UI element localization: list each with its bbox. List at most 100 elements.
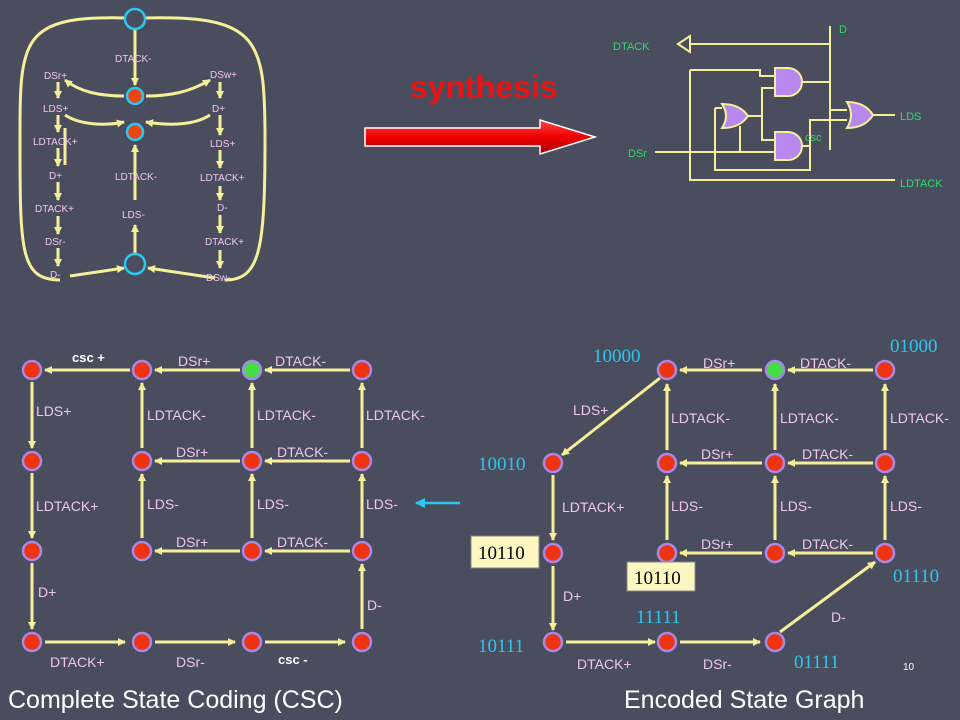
state-node <box>21 631 43 653</box>
caption-right: Encoded State Graph <box>624 686 864 714</box>
stg-loop-right <box>144 16 267 282</box>
state-node <box>351 540 373 562</box>
state-node-initial <box>241 359 263 381</box>
state-edge <box>561 376 661 457</box>
transition-label: LDTACK- <box>890 410 949 426</box>
stg-label: DTACK- <box>115 54 151 65</box>
input-dsr-label: DSr <box>628 148 647 160</box>
transition-label: D- <box>367 597 382 613</box>
state-node <box>542 631 564 653</box>
state-code: 01111 <box>794 652 839 673</box>
transition-label: LDS- <box>890 498 922 514</box>
stg-loop-left <box>18 16 128 282</box>
synthesis-arrow-icon <box>364 118 598 156</box>
state-node <box>764 452 786 474</box>
stg-label: D- <box>50 270 61 281</box>
transition-label: LDTACK- <box>257 407 316 423</box>
state-node <box>656 542 678 564</box>
stg-label: DSw- <box>206 273 230 284</box>
state-node <box>21 450 43 472</box>
state-code: 10000 <box>593 346 641 367</box>
page-number: 10 <box>903 662 915 673</box>
state-node <box>241 631 263 653</box>
output-d-label: D <box>839 24 847 36</box>
state-node <box>656 452 678 474</box>
transition-label: LDS- <box>780 498 812 514</box>
state-code: 10010 <box>478 454 526 475</box>
state-code: 10111 <box>478 636 524 657</box>
transition-label: DTACK- <box>802 446 853 462</box>
transition-label: D+ <box>563 588 581 604</box>
transition-label: DSr- <box>176 654 205 670</box>
csc-state-graph: csc + csc - DSr+ DTACK- DSr+ DTACK- DSr+… <box>21 350 425 670</box>
signal-transition-graph: DTACK- DSr+ LDS+ LDTACK+ D+ DTACK+ DSr- … <box>18 7 267 284</box>
state-node <box>542 452 564 474</box>
transition-label: LDTACK- <box>671 410 730 426</box>
transition-label: LDS+ <box>36 403 71 419</box>
state-node <box>656 631 678 653</box>
encoded-state-graph: 10000 01000 10010 10110 10110 01110 1111… <box>470 336 949 673</box>
state-node <box>351 359 373 381</box>
stg-arc <box>147 265 216 280</box>
stg-arc <box>69 265 125 278</box>
caption-left: Complete State Coding (CSC) <box>8 686 343 714</box>
transition-label: LDTACK+ <box>36 498 98 514</box>
transition-label: LDTACK- <box>147 407 206 423</box>
stg-arc <box>145 78 211 98</box>
transition-label: LDS- <box>366 496 398 512</box>
stg-label: LDS+ <box>210 139 235 150</box>
transition-label: LDS- <box>671 498 703 514</box>
transition-label: DSr+ <box>703 355 735 371</box>
circuit-wire <box>714 108 811 171</box>
stg-label: DTACK+ <box>35 204 74 215</box>
csc-minus-label: csc - <box>278 652 308 667</box>
state-node <box>874 452 896 474</box>
transition-label: LDS+ <box>573 402 608 418</box>
stg-place-marked <box>125 86 145 106</box>
stg-label: DSr+ <box>44 71 67 82</box>
state-node <box>241 450 263 472</box>
stg-arc <box>64 113 125 128</box>
buffer-gate-icon <box>676 34 691 54</box>
state-node <box>21 359 43 381</box>
state-node <box>131 631 153 653</box>
synthesized-circuit: DTACK D LDS DSr LDTACK csc <box>613 24 943 190</box>
state-node <box>874 359 896 381</box>
and-gate-icon <box>774 131 803 161</box>
output-dtack-label: DTACK <box>613 41 650 53</box>
transition-label: DTACK- <box>277 444 328 460</box>
stg-place-marked <box>125 122 145 142</box>
stg-label: DSw+ <box>210 70 237 81</box>
stg-label: DTACK+ <box>205 237 244 248</box>
state-node <box>131 450 153 472</box>
transition-label: DSr+ <box>176 444 208 460</box>
circuit-wire <box>689 70 895 181</box>
state-code: 01110 <box>893 566 939 587</box>
or-gate-icon <box>845 100 875 130</box>
state-edge <box>779 560 876 634</box>
state-node <box>764 631 786 653</box>
stg-label: LDTACK- <box>115 172 157 183</box>
state-node <box>656 359 678 381</box>
transition-label: DSr+ <box>701 446 733 462</box>
or-gate-icon <box>720 102 750 130</box>
transition-label: DTACK- <box>277 534 328 550</box>
state-node <box>241 540 263 562</box>
transition-label: DTACK- <box>802 536 853 552</box>
stg-label: D+ <box>49 171 62 182</box>
state-node-initial <box>764 359 786 381</box>
transition-label: LDTACK- <box>780 410 839 426</box>
stg-label: DSr- <box>45 237 66 248</box>
state-node <box>351 450 373 472</box>
transition-label: LDTACK+ <box>562 499 624 515</box>
transition-label: DSr+ <box>701 536 733 552</box>
state-node <box>131 540 153 562</box>
stg-place <box>123 7 147 31</box>
state-code-conflict: 10110 <box>478 543 525 564</box>
input-ldtack-label: LDTACK <box>900 178 943 190</box>
state-node <box>764 542 786 564</box>
transition-label: LDTACK- <box>366 407 425 423</box>
stg-label: LDTACK+ <box>33 137 78 148</box>
highlighted-code-box <box>626 561 696 592</box>
